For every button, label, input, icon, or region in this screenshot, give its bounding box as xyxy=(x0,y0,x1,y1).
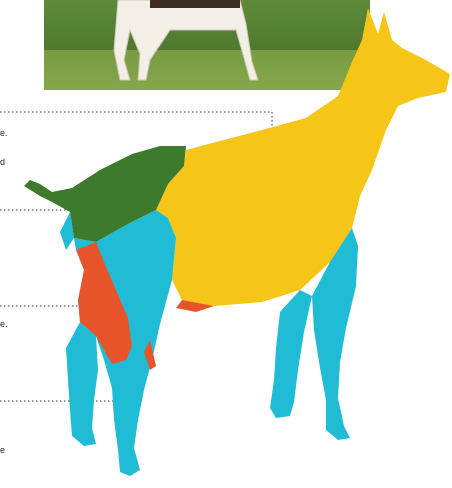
callout-text-2: d xyxy=(0,157,5,167)
callout-text-3: e. xyxy=(0,319,8,329)
callout-text-1: e. xyxy=(0,128,8,138)
goat-photo xyxy=(44,0,370,90)
region-blue-rear-lower xyxy=(66,322,98,446)
callout-text-4: e xyxy=(0,445,5,455)
